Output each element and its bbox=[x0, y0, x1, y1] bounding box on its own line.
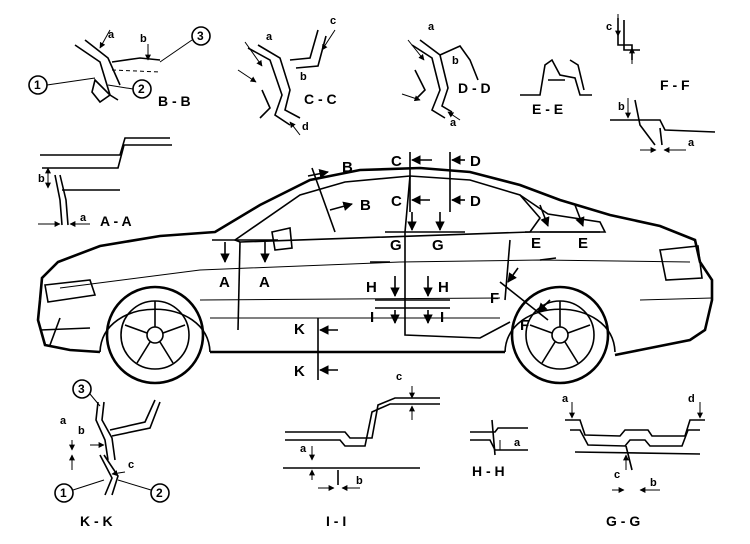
gg-title: G - G bbox=[606, 513, 640, 529]
gg-dim-a: a bbox=[562, 393, 569, 405]
marker-e-left-label: E bbox=[531, 235, 541, 252]
detail-c-c: a b c d C - C bbox=[237, 15, 337, 136]
detail-h-h: a H - H bbox=[470, 419, 528, 479]
ff-dim-b: b bbox=[618, 101, 625, 113]
cc-dim-c: c bbox=[330, 15, 336, 27]
marker-g: G G bbox=[385, 212, 465, 254]
cc-title: C - C bbox=[304, 91, 337, 107]
detail-k-k: a b c 3 1 2 K - K bbox=[54, 379, 170, 529]
marker-c-d: C C D D bbox=[391, 152, 481, 212]
marker-f: F F bbox=[490, 267, 551, 334]
detail-a-a: b a A - A bbox=[38, 137, 172, 229]
ii-dim-c: c bbox=[396, 371, 402, 383]
marker-b-top-label: B bbox=[342, 159, 353, 176]
aa-title: A - A bbox=[100, 213, 132, 229]
detail-b-b: a b 3 1 2 B - B bbox=[28, 26, 211, 109]
bb-callout-1: 1 bbox=[34, 78, 41, 92]
marker-e: E E bbox=[525, 204, 600, 252]
cc-dim-a: a bbox=[266, 31, 273, 43]
gg-dim-c: c bbox=[614, 469, 620, 481]
marker-c-top-label: C bbox=[391, 153, 402, 170]
gg-dim-d: d bbox=[688, 393, 695, 405]
kk-callout-1: 1 bbox=[60, 486, 67, 500]
marker-k: K K bbox=[294, 318, 338, 380]
marker-h-right-label: H bbox=[438, 279, 449, 296]
gg-dim-b: b bbox=[650, 477, 657, 489]
marker-b-bottom-label: B bbox=[360, 197, 371, 214]
marker-d-top-label: D bbox=[470, 153, 481, 170]
marker-g-left-label: G bbox=[390, 237, 402, 254]
marker-a-left-label: A bbox=[219, 274, 230, 291]
marker-h-left-label: H bbox=[366, 279, 377, 296]
kk-dim-a: a bbox=[60, 415, 67, 427]
ee-title: E - E bbox=[532, 101, 563, 117]
hh-dim-a: a bbox=[514, 437, 521, 449]
bb-callout-2: 2 bbox=[138, 82, 145, 96]
bb-title: B - B bbox=[158, 93, 191, 109]
marker-k-top-label: K bbox=[294, 321, 305, 338]
bb-callout-3: 3 bbox=[197, 29, 204, 43]
kk-title: K - K bbox=[80, 513, 113, 529]
kk-dim-b: b bbox=[78, 425, 85, 437]
dd-dim-a-bottom: a bbox=[450, 117, 457, 129]
marker-d-bottom-label: D bbox=[470, 193, 481, 210]
cc-dim-b: b bbox=[300, 71, 307, 83]
marker-c-bottom-label: C bbox=[391, 193, 402, 210]
dd-dim-a-top: a bbox=[428, 21, 435, 33]
marker-a: A A bbox=[212, 239, 278, 291]
aa-dim-b: b bbox=[38, 173, 45, 185]
detail-d-d: a b a D - D bbox=[401, 21, 491, 129]
ii-dim-b: b bbox=[356, 475, 363, 487]
detail-e-e: E - E bbox=[520, 58, 592, 117]
detail-i-i: c a b I - I bbox=[283, 371, 440, 529]
detail-f-f: c b a F - F bbox=[606, 14, 716, 153]
marker-g-right-label: G bbox=[432, 237, 444, 254]
marker-f-bottom-label: F bbox=[520, 317, 529, 334]
ff-dim-c: c bbox=[606, 21, 612, 33]
kk-callout-3: 3 bbox=[78, 382, 85, 396]
marker-e-right-label: E bbox=[578, 235, 588, 252]
marker-h-i: H H I I bbox=[366, 276, 450, 326]
dd-title: D - D bbox=[458, 80, 491, 96]
ii-dim-a: a bbox=[300, 443, 307, 455]
kk-callout-2: 2 bbox=[156, 486, 163, 500]
marker-k-bottom-label: K bbox=[294, 363, 305, 380]
car-side-view bbox=[36, 166, 714, 385]
bb-dim-b: b bbox=[140, 33, 147, 45]
detail-g-g: a d c b G - G bbox=[562, 393, 705, 529]
bb-dim-a: a bbox=[108, 29, 115, 41]
marker-b: B B bbox=[307, 159, 371, 233]
kk-dim-c: c bbox=[128, 459, 134, 471]
ii-title: I - I bbox=[326, 513, 346, 529]
aa-dim-a: a bbox=[80, 212, 87, 224]
marker-i-right-label: I bbox=[440, 309, 444, 326]
ff-dim-a: a bbox=[688, 137, 695, 149]
marker-i-left-label: I bbox=[370, 309, 374, 326]
dd-dim-b: b bbox=[452, 55, 459, 67]
marker-a-right-label: A bbox=[259, 274, 270, 291]
ff-title: F - F bbox=[660, 77, 690, 93]
marker-f-top-label: F bbox=[490, 290, 499, 307]
hh-title: H - H bbox=[472, 463, 505, 479]
cc-dim-d: d bbox=[302, 121, 309, 133]
